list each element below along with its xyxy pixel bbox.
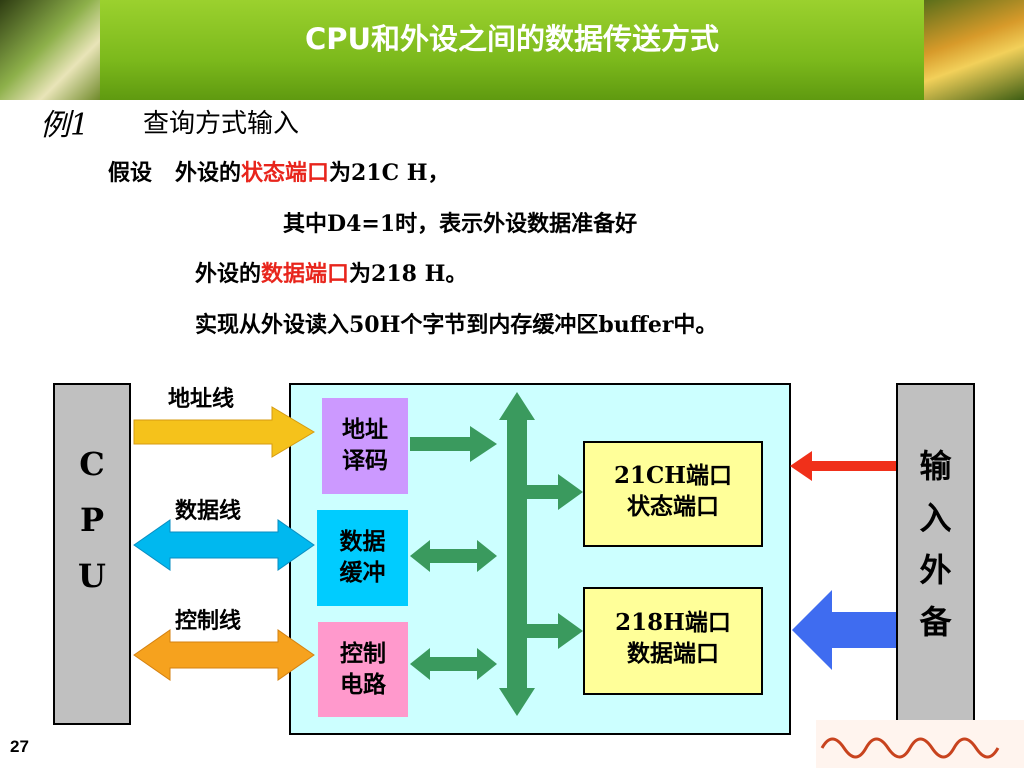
text-line-4: 实现从外设读入50H个字节到内存缓冲区buffer中。 <box>195 312 718 338</box>
control-bus-arrow <box>133 629 315 681</box>
bus-to-data-port-arrow <box>527 613 583 649</box>
address-decode-text: 地址 译码 <box>322 414 408 476</box>
control-bus-label: 控制线 <box>175 608 242 634</box>
text-line-1: 假设 外设的状态端口为21C H， <box>108 155 450 187</box>
input-device-label: 输 入 外 备 <box>897 440 974 648</box>
cpu-letter-p: P <box>79 501 105 539</box>
data-bus-label: 数据线 <box>175 498 242 524</box>
control-circuit-line-1: 控制 <box>340 640 386 667</box>
status-port-line-1: 21CH端口 <box>613 462 733 489</box>
address-decode-block <box>322 398 408 494</box>
device-data-arrow <box>792 590 896 670</box>
control-circuit-text: 控制 电路 <box>318 638 408 700</box>
status-port-line-2: 状态端口 <box>627 493 719 520</box>
control-circuit-block <box>318 622 408 717</box>
device-char-2: 入 <box>919 499 952 537</box>
status-port-box <box>583 441 763 547</box>
text-line-2: 其中D4=1时，表示外设数据准备好 <box>283 211 638 237</box>
control-circuit-line-2: 电路 <box>340 671 386 698</box>
cpu-box <box>53 383 131 725</box>
control-bus-link-arrow <box>410 648 497 680</box>
buffer-bus-arrow <box>410 540 497 572</box>
status-port-text: 21CH端口 状态端口 <box>584 460 762 522</box>
line-3-suffix: 为218 H。 <box>349 261 468 287</box>
data-buffer-block <box>317 510 408 606</box>
device-char-3: 外 <box>919 551 952 589</box>
data-buffer-text: 数据 缓冲 <box>317 526 408 588</box>
data-port-text: 218H端口 数据端口 <box>584 607 762 669</box>
example-label: 例1 <box>40 108 90 143</box>
device-char-1: 输 <box>919 447 952 485</box>
page-number: 27 <box>10 737 29 756</box>
line-3-highlight: 数据端口 <box>261 261 350 287</box>
data-port-line-2: 数据端口 <box>627 640 719 667</box>
slide-title: CPU和外设之间的数据传送方式 <box>304 22 720 56</box>
line-3-prefix: 外设的 <box>195 261 262 287</box>
signature-image <box>816 720 1024 768</box>
title-banner <box>0 0 1024 100</box>
address-bus-arrow <box>133 406 315 458</box>
line-1-suffix: 为21C H， <box>329 160 450 186</box>
banner-right-image <box>924 0 1024 100</box>
banner-left-image <box>0 0 100 100</box>
data-port-box <box>583 587 763 695</box>
data-bus-arrow <box>133 519 315 571</box>
address-bus-label: 地址线 <box>168 386 235 412</box>
cpu-label: C P U <box>54 436 130 604</box>
text-line-3: 外设的数据端口为218 H。 <box>195 256 467 288</box>
device-char-4: 备 <box>919 603 952 641</box>
line-1-highlight: 状态端口 <box>240 160 329 186</box>
decode-to-bus-arrow <box>410 426 497 462</box>
cpu-letter-c: C <box>79 445 105 483</box>
data-buffer-line-2: 缓冲 <box>339 559 386 586</box>
data-port-line-1: 218H端口 <box>615 609 731 636</box>
address-decode-line-2: 译码 <box>342 447 388 474</box>
line-1-prefix: 假设 外设的 <box>108 160 241 186</box>
input-device-box <box>896 383 975 733</box>
bus-to-status-port-arrow <box>527 474 583 510</box>
internal-vertical-bus <box>499 392 535 716</box>
cpu-letter-u: U <box>78 557 106 595</box>
address-decode-line-1: 地址 <box>342 416 388 443</box>
device-status-arrow <box>790 451 896 481</box>
example-title: 查询方式输入 <box>143 109 300 139</box>
data-buffer-line-1: 数据 <box>339 528 386 555</box>
